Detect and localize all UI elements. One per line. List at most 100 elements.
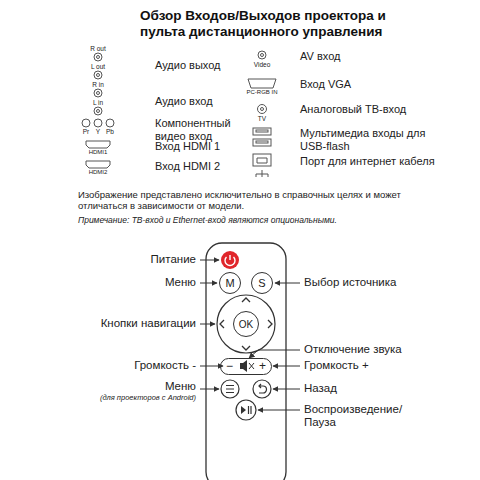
callout-label: Меню (46, 380, 196, 393)
callout-label: Воспроизведение/ Пауза (304, 403, 416, 429)
port-label: R out (83, 45, 113, 52)
drawing-path (258, 410, 300, 411)
drawing-circle (106, 119, 114, 127)
drawing-circle (97, 56, 100, 59)
drawing-path (200, 283, 217, 284)
drawing-path (200, 260, 219, 261)
drawing-g (82, 51, 276, 177)
drawing-path (249, 406, 252, 414)
port-label: PC-RGB IN (237, 89, 287, 96)
drawing-path (256, 170, 268, 177)
drawing-path (273, 389, 300, 390)
port-caption: Аудио вход (155, 95, 265, 108)
port-label: HDMI2 (83, 169, 113, 176)
drawing-circle (97, 74, 100, 77)
button-text: − (226, 359, 233, 373)
drawing-circle (94, 71, 102, 79)
drawing-path (242, 298, 250, 302)
callout-label: Громкость + (304, 359, 464, 372)
drawing-path (220, 320, 224, 328)
port-label: R in (83, 81, 113, 88)
ok-button: OK (233, 311, 259, 337)
drawing-path (249, 350, 300, 358)
port-label: Pr (79, 128, 93, 135)
callout-label: Питание (46, 253, 196, 266)
drawing-circle (97, 110, 100, 113)
drawing-circle (94, 119, 102, 127)
button-text: S (258, 277, 265, 289)
callout-label: Отключение звука (304, 343, 464, 356)
drawing-path (226, 386, 234, 393)
port-label: TV (247, 115, 277, 122)
source-button: S (251, 272, 273, 294)
port-caption: Вход HDMI 1 (155, 140, 265, 153)
callout-label: Назад (304, 382, 464, 395)
callout-label: Меню (46, 276, 196, 289)
drawing-path (225, 255, 235, 266)
drawing-circle (82, 119, 90, 127)
drawing-circle (94, 89, 102, 97)
note-text: Примечание: ТВ-вход и Ethernet-вход явля… (78, 216, 408, 226)
drawing-circle (221, 251, 239, 269)
drawing-circle (261, 54, 264, 57)
drawing-rect (253, 154, 271, 166)
callout-label: Выбор источника (304, 276, 464, 289)
port-caption: Вход HDMI 2 (155, 160, 265, 173)
drawing-circle (258, 105, 267, 114)
button-text: OK (239, 319, 253, 330)
drawing-g (220, 298, 272, 350)
menu-button: M (219, 272, 241, 294)
port-caption: Вход VGA (300, 78, 450, 91)
port-caption: Аналоговый ТВ-вход (300, 103, 460, 116)
drawing-circle (94, 53, 102, 61)
drawing-path (86, 161, 110, 168)
title: Обзор Входов/Выходов проектора и пульта … (140, 8, 402, 40)
port-label: Pb (103, 128, 117, 135)
port-label: L in (83, 99, 113, 106)
button-text: + (259, 359, 266, 373)
port-label: Y (91, 128, 105, 135)
callout-label: Громкость - (46, 359, 196, 372)
drawing-rect (253, 139, 271, 146)
drawing-path (242, 346, 250, 350)
drawing-rect (206, 243, 286, 480)
drawing-rect (256, 141, 268, 143)
port-label: L out (83, 63, 113, 70)
port-label: HDMI1 (83, 149, 113, 156)
drawing-path (248, 79, 276, 88)
drawing-circle (258, 51, 266, 59)
drawing-path (275, 283, 300, 284)
port-label: Video (242, 61, 282, 68)
drawing-circle (221, 380, 239, 398)
drawing-circle (97, 92, 100, 95)
drawing-path (86, 141, 110, 148)
drawing-rect (253, 128, 271, 135)
callout-note: (для проекторов с Android) (46, 394, 196, 403)
port-caption: Порт для интернет кабеля (300, 155, 440, 168)
drawing-circle (217, 295, 275, 353)
drawing-path (241, 406, 246, 414)
note-text: Изображение представлено исключительно в… (78, 190, 408, 212)
drawing-path (200, 389, 219, 390)
drawing-circle (253, 380, 271, 398)
drawing-rect (256, 130, 268, 132)
drawing-path (257, 158, 267, 163)
button-text: M (225, 277, 234, 289)
drawing-circle (94, 107, 102, 115)
volume-bar: −+ (220, 358, 272, 375)
port-caption: Аудио выход (155, 59, 265, 72)
drawing-path (273, 366, 300, 367)
drawing-path (249, 363, 254, 369)
drawing-path (240, 360, 247, 372)
drawing-path (268, 320, 272, 328)
drawing-path (200, 324, 215, 325)
port-caption: Мультимедиа входы для USB-flash (300, 127, 440, 152)
port-caption: AV вход (300, 50, 450, 63)
drawing-circle (236, 400, 256, 420)
drawing-circle (261, 108, 264, 111)
port-caption: Компонентный видео вход (155, 117, 250, 142)
callout-label: Кнопки навигации (46, 317, 196, 330)
drawing-g (200, 260, 300, 410)
